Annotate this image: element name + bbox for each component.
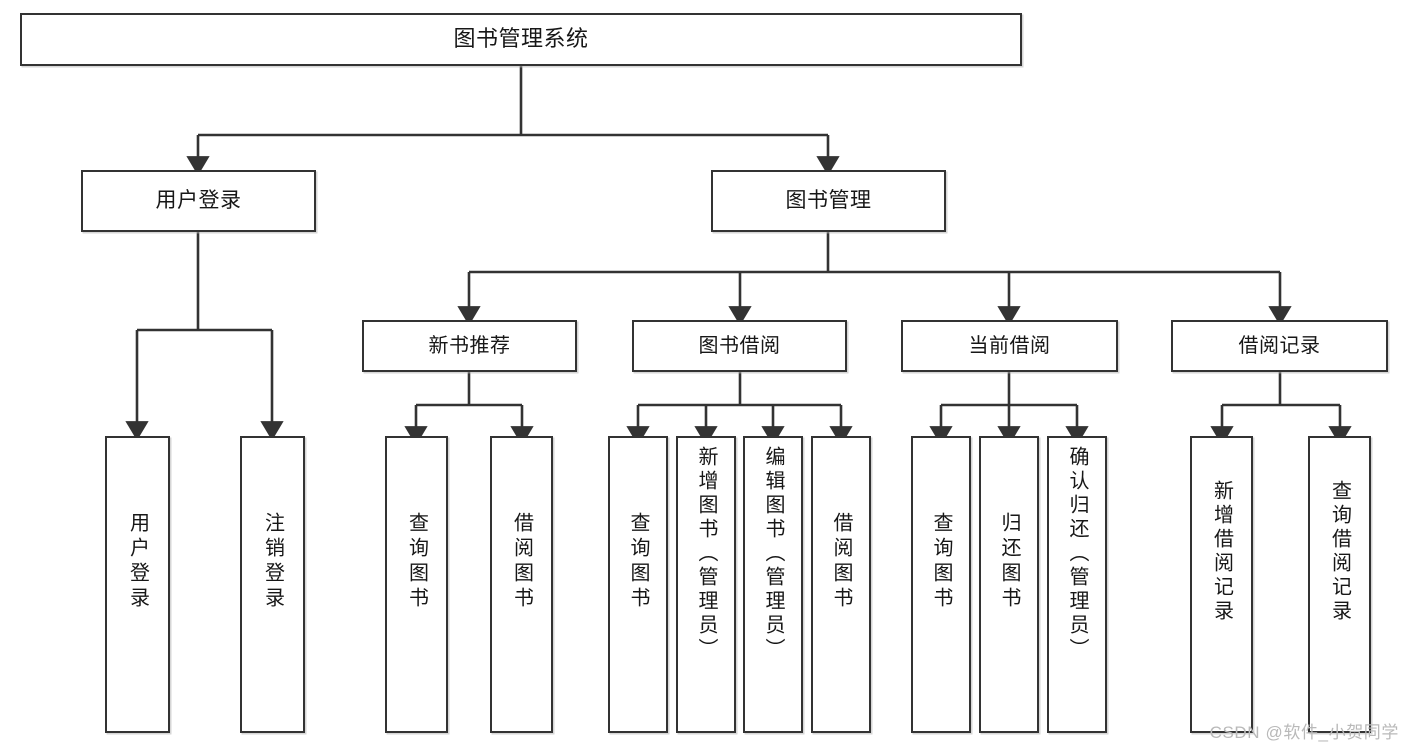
node-label: 当前借阅 — [968, 334, 1051, 357]
leaf-book-borrow-add-book-admin[interactable]: 新增图书（管理员） — [676, 436, 736, 733]
node-label: 新增图书（管理员） — [695, 446, 717, 662]
node-label: 新书推荐 — [428, 334, 511, 357]
node-book-borrow[interactable]: 图书借阅 — [632, 320, 847, 372]
leaf-user-login-logout[interactable]: 注销登录 — [240, 436, 305, 733]
node-label: 图书借阅 — [698, 334, 781, 357]
node-label: 查询借阅记录 — [1328, 480, 1351, 624]
node-user-login[interactable]: 用户登录 — [81, 170, 316, 232]
node-label: 图书管理 — [785, 189, 872, 213]
leaf-current-borrow-query-books[interactable]: 查询图书 — [911, 436, 971, 733]
leaf-current-borrow-confirm-return-admin[interactable]: 确认归还（管理员） — [1047, 436, 1107, 733]
node-label: 新增借阅记录 — [1210, 480, 1233, 624]
node-book-management[interactable]: 图书管理 — [711, 170, 946, 232]
leaf-new-book-query-books[interactable]: 查询图书 — [385, 436, 448, 733]
leaf-borrow-record-add-record[interactable]: 新增借阅记录 — [1190, 436, 1253, 733]
node-label: 借阅图书 — [510, 512, 533, 612]
leaf-current-borrow-return-books[interactable]: 归还图书 — [979, 436, 1039, 733]
node-label: 查询图书 — [627, 512, 649, 612]
node-label: 确认归还（管理员） — [1066, 446, 1088, 662]
node-label: 注销登录 — [261, 512, 284, 612]
node-current-borrow[interactable]: 当前借阅 — [901, 320, 1118, 372]
leaf-borrow-record-query-record[interactable]: 查询借阅记录 — [1308, 436, 1371, 733]
node-root-book-management-system[interactable]: 图书管理系统 — [20, 13, 1022, 66]
node-borrow-record[interactable]: 借阅记录 — [1171, 320, 1388, 372]
node-label: 用户登录 — [126, 512, 149, 612]
node-label: 借阅记录 — [1238, 334, 1321, 357]
node-label: 查询图书 — [930, 512, 952, 612]
leaf-book-borrow-edit-book-admin[interactable]: 编辑图书（管理员） — [743, 436, 803, 733]
node-label: 用户登录 — [155, 189, 242, 213]
watermark: CSDN @软件_小贺同学 — [1209, 723, 1399, 742]
node-label: 借阅图书 — [830, 512, 852, 612]
leaf-new-book-borrow-books[interactable]: 借阅图书 — [490, 436, 553, 733]
leaf-book-borrow-borrow-books[interactable]: 借阅图书 — [811, 436, 871, 733]
node-label: 归还图书 — [998, 512, 1020, 612]
node-label: 编辑图书（管理员） — [762, 446, 784, 662]
node-label: 图书管理系统 — [453, 26, 589, 52]
leaf-user-login-login[interactable]: 用户登录 — [105, 436, 170, 733]
leaf-book-borrow-query-books[interactable]: 查询图书 — [608, 436, 668, 733]
node-label: 查询图书 — [405, 512, 428, 612]
node-new-book-recommend[interactable]: 新书推荐 — [362, 320, 577, 372]
